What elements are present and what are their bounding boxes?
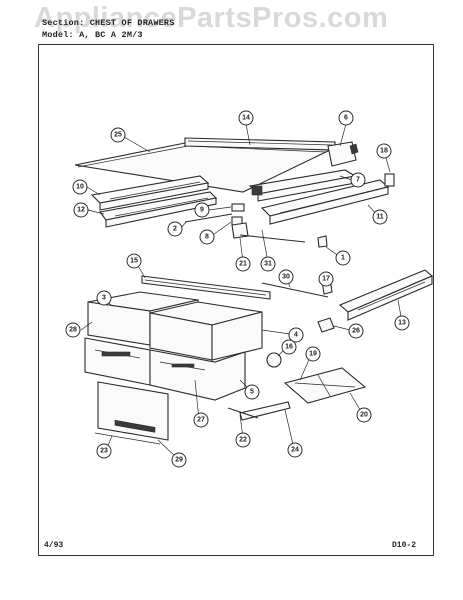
callout-30: 30 bbox=[278, 269, 294, 285]
clip-part bbox=[384, 173, 395, 187]
callout-label: 23 bbox=[100, 448, 108, 455]
rod-22 bbox=[227, 407, 259, 419]
callout-24: 24 bbox=[287, 442, 303, 458]
rail-clip-9 bbox=[231, 203, 245, 212]
callout-label: 16 bbox=[285, 344, 293, 351]
callout-label: 15 bbox=[130, 258, 138, 265]
callout-21: 21 bbox=[235, 256, 251, 272]
callout-label: 25 bbox=[114, 132, 122, 139]
callout-label: 9 bbox=[200, 207, 204, 214]
model-line: Model: A, BC A 2M/3 bbox=[42, 30, 143, 40]
callout-12: 12 bbox=[73, 202, 89, 218]
callout-1: 1 bbox=[335, 250, 351, 266]
footer-date: 4/93 bbox=[44, 541, 64, 550]
callout-label: 20 bbox=[360, 412, 368, 419]
callout-3: 3 bbox=[96, 290, 112, 306]
callout-label: 26 bbox=[352, 328, 360, 335]
right-corner-bracket bbox=[327, 141, 359, 167]
callout-label: 31 bbox=[264, 261, 272, 268]
callout-label: 19 bbox=[309, 351, 317, 358]
right-lower-rail bbox=[338, 269, 434, 321]
callout-2: 2 bbox=[167, 221, 183, 237]
callout-17: 17 bbox=[318, 271, 334, 287]
drawer-assembly bbox=[84, 291, 263, 401]
callout-label: 8 bbox=[205, 234, 209, 241]
callout-6: 6 bbox=[338, 110, 354, 126]
callout-28: 28 bbox=[65, 322, 81, 338]
rod-2 bbox=[184, 213, 233, 223]
callout-25: 25 bbox=[110, 127, 126, 143]
callout-26: 26 bbox=[348, 323, 364, 339]
callout-11: 11 bbox=[372, 209, 388, 225]
watermark: AppliancePartsPros.com bbox=[34, 2, 389, 34]
footer-page-code: D10-2 bbox=[392, 541, 417, 550]
callout-label: 5 bbox=[250, 389, 254, 396]
drawer-frame bbox=[283, 367, 367, 404]
callout-label: 24 bbox=[291, 447, 299, 454]
callout-8: 8 bbox=[199, 229, 215, 245]
callout-label: 22 bbox=[239, 437, 247, 444]
rod-30 bbox=[261, 282, 329, 298]
section-title: Section: CHEST OF DRAWERS bbox=[42, 18, 175, 28]
callout-15: 15 bbox=[126, 253, 142, 269]
callout-14: 14 bbox=[238, 110, 254, 126]
rear-trim-strip bbox=[184, 137, 336, 151]
callout-label: 1 bbox=[341, 255, 345, 262]
callout-27: 27 bbox=[193, 412, 209, 428]
callout-label: 10 bbox=[76, 184, 84, 191]
left-rear-rail bbox=[99, 191, 218, 228]
callout-label: 17 bbox=[322, 276, 330, 283]
callout-label: 14 bbox=[242, 115, 250, 122]
callout-label: 12 bbox=[77, 207, 85, 214]
drawer-knob bbox=[266, 352, 282, 368]
rod-31 bbox=[239, 234, 306, 243]
callout-label: 13 bbox=[398, 320, 406, 327]
callout-label: 3 bbox=[102, 295, 106, 302]
slide-rail-24 bbox=[239, 401, 291, 421]
page-border bbox=[38, 44, 434, 556]
callout-label: 28 bbox=[69, 327, 77, 334]
callout-16: 16 bbox=[281, 339, 297, 355]
callout-label: 18 bbox=[380, 148, 388, 155]
callout-4: 4 bbox=[288, 327, 304, 343]
callout-label: 7 bbox=[356, 177, 360, 184]
callout-23: 23 bbox=[96, 443, 112, 459]
bracket-26 bbox=[317, 317, 335, 333]
callout-20: 20 bbox=[356, 407, 372, 423]
callout-label: 27 bbox=[197, 417, 205, 424]
callout-label: 4 bbox=[294, 332, 298, 339]
drawer-front-panel bbox=[94, 381, 169, 445]
callout-5: 5 bbox=[244, 384, 260, 400]
callout-7: 7 bbox=[350, 172, 366, 188]
callout-label: 29 bbox=[175, 457, 183, 464]
callout-29: 29 bbox=[171, 452, 187, 468]
callout-18: 18 bbox=[376, 143, 392, 159]
callout-label: 30 bbox=[282, 274, 290, 281]
callout-19: 19 bbox=[305, 346, 321, 362]
small-clip bbox=[317, 235, 328, 248]
callout-label: 21 bbox=[239, 261, 247, 268]
right-slide-rail bbox=[260, 179, 390, 225]
callout-label: 6 bbox=[344, 115, 348, 122]
callout-9: 9 bbox=[194, 202, 210, 218]
callout-10: 10 bbox=[72, 179, 88, 195]
chest-top-trim bbox=[141, 275, 271, 300]
callout-label: 2 bbox=[173, 226, 177, 233]
left-front-rail bbox=[90, 175, 210, 211]
callout-31: 31 bbox=[260, 256, 276, 272]
callout-13: 13 bbox=[394, 315, 410, 331]
callout-label: 11 bbox=[376, 214, 384, 221]
callout-22: 22 bbox=[235, 432, 251, 448]
